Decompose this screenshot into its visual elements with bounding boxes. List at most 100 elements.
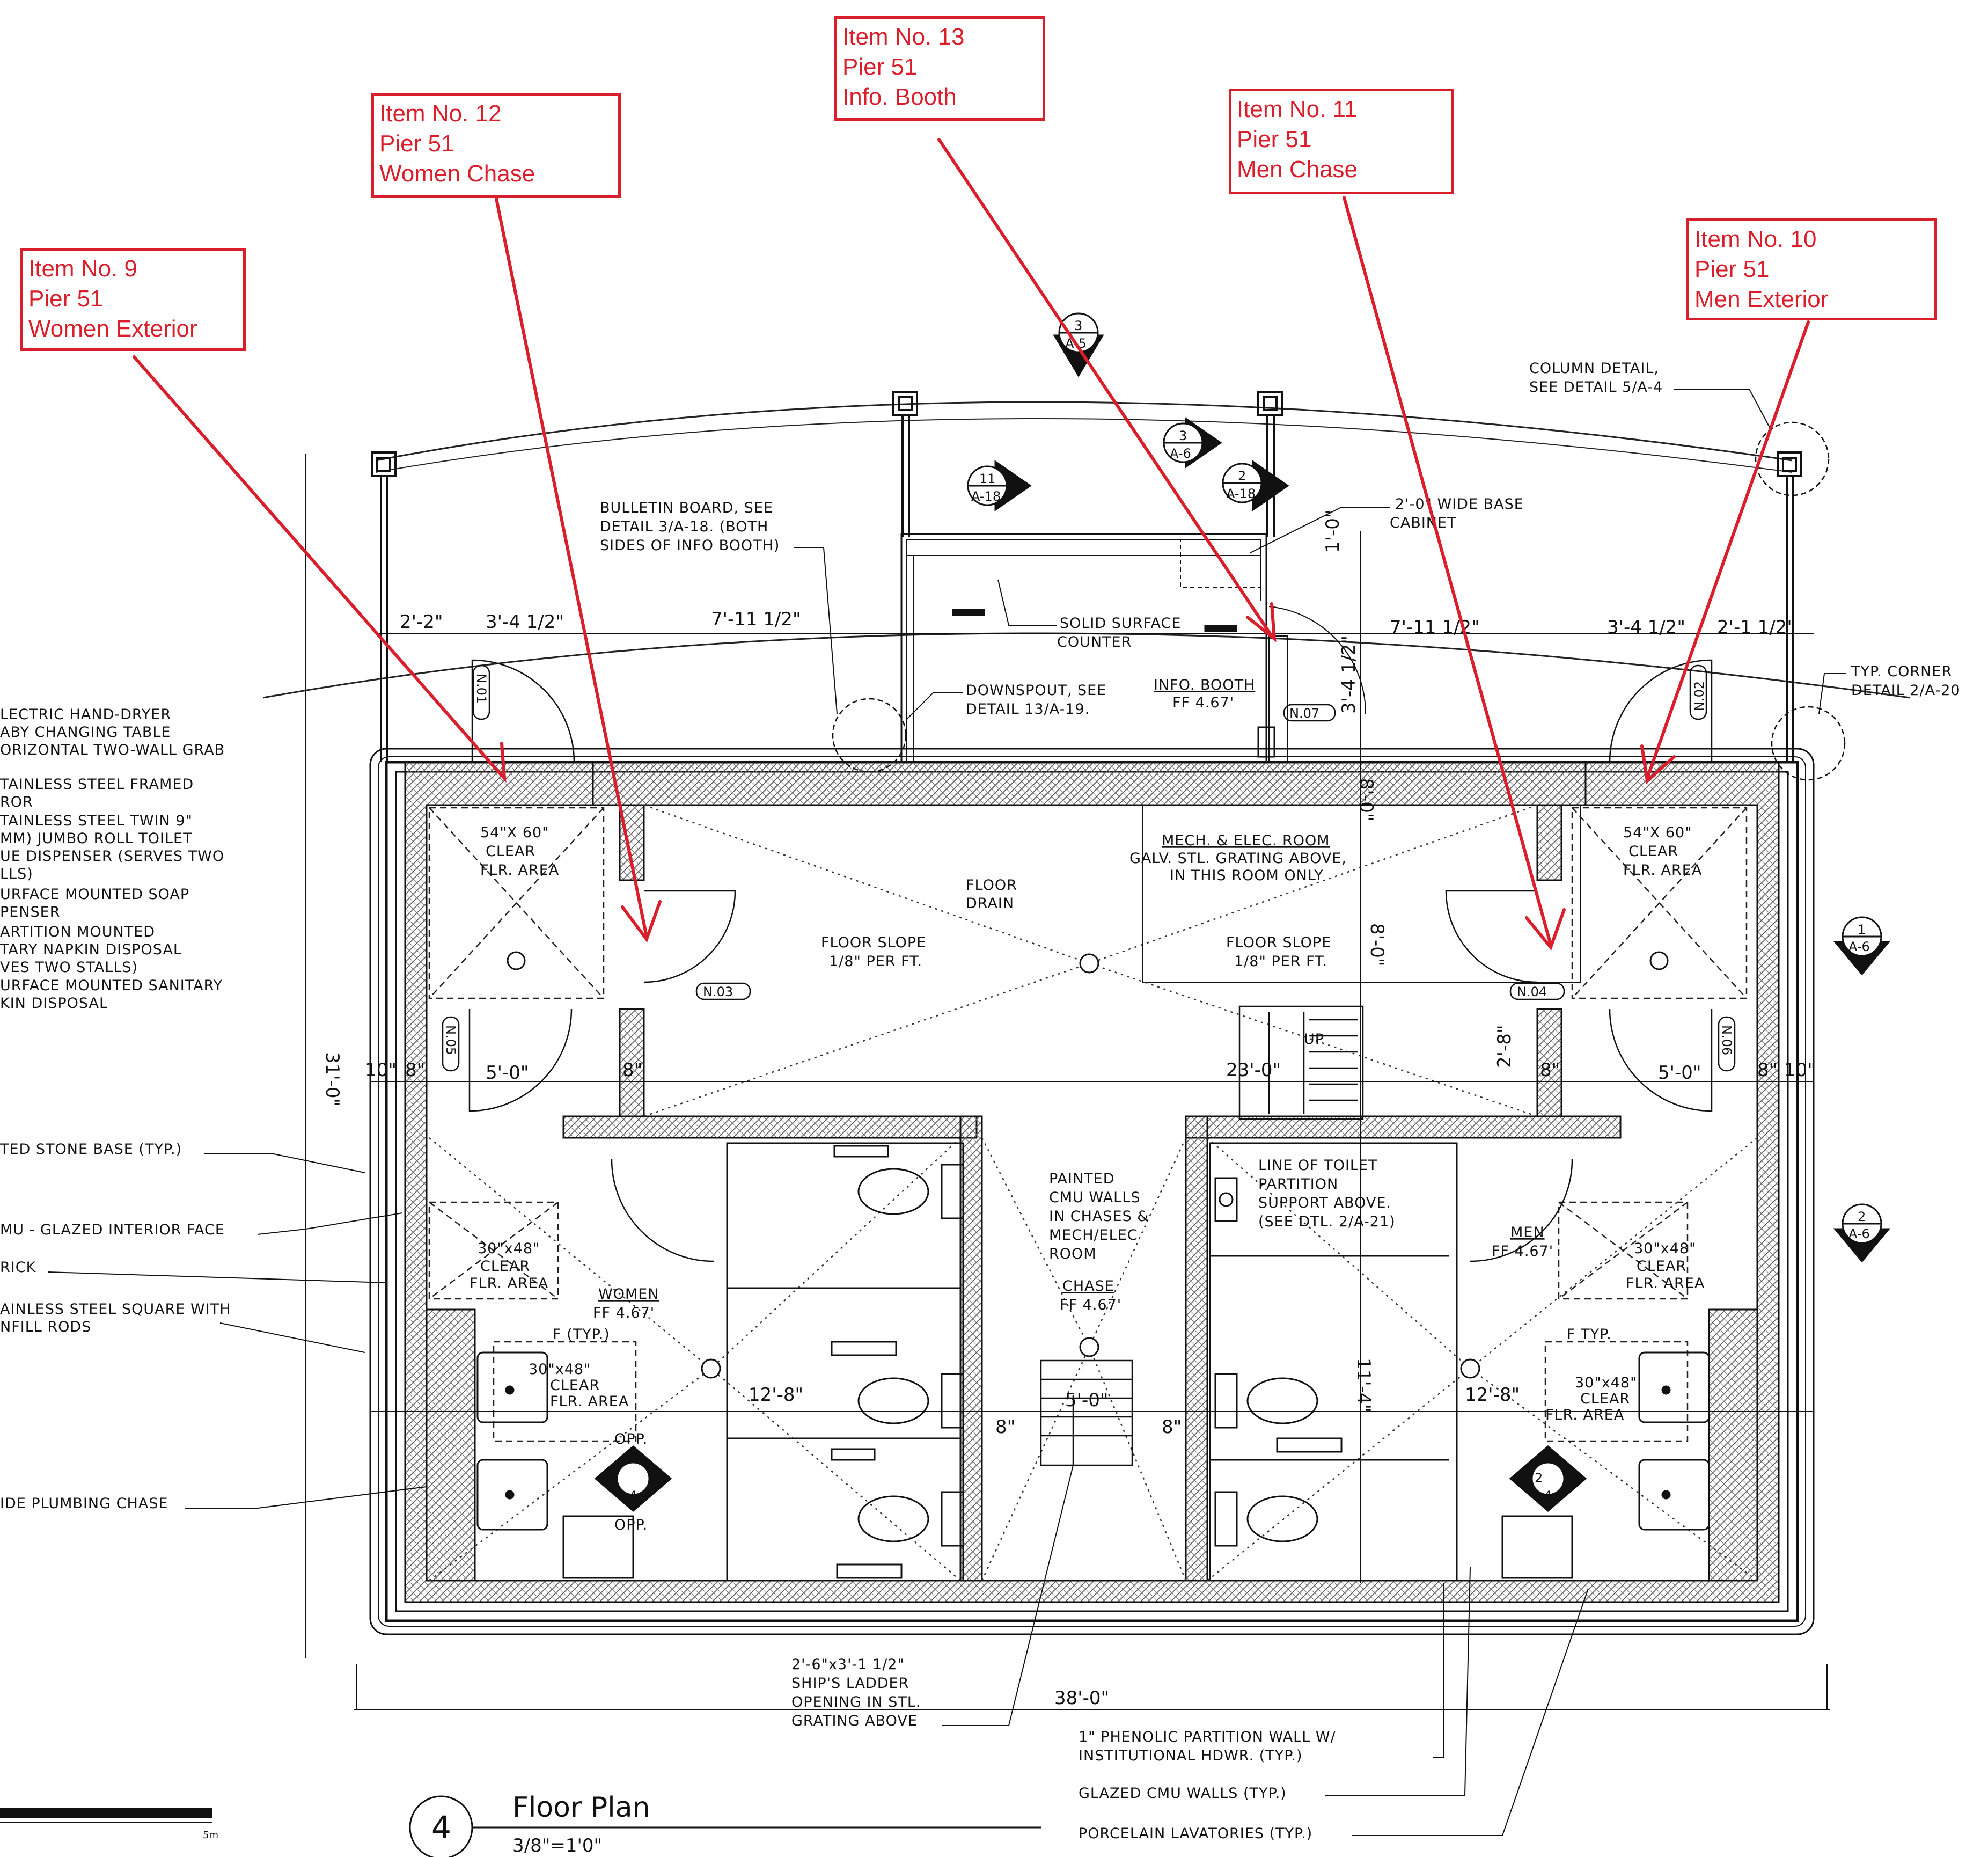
floor-slope-women-corridor-val: 1/8" PER FT. — [829, 953, 922, 970]
elev-2-num: 2 — [1535, 1471, 1543, 1486]
left-note-13: VES TWO STALLS) — [0, 959, 138, 976]
elevation-markers — [594, 1445, 1587, 1512]
clear-30-m: 30"x48" — [1634, 1240, 1697, 1257]
clear-30-m-2: CLEAR — [1637, 1258, 1686, 1275]
elev-1-num-2: 4 — [629, 1488, 637, 1503]
clear-area-w-3: FLR. AREA — [480, 862, 559, 879]
dim-17: 5'-0" — [1065, 1390, 1109, 1411]
door-n07: N.07 — [1289, 706, 1319, 721]
clear-30-w: 30"x48" — [478, 1240, 540, 1257]
left-note-15: KIN DISPOSAL — [0, 995, 108, 1012]
dim-overall-height: 31'-0" — [321, 1052, 343, 1107]
dim-9: 5'-0" — [486, 1062, 529, 1084]
note-downspout: DOWNSPOUT, SEE — [966, 682, 1106, 699]
dim-19: 8" — [995, 1416, 1015, 1438]
door-n03: N.03 — [703, 984, 733, 999]
drawing-scale: 3/8"=1'0" — [512, 1835, 602, 1856]
note-floor-drain-2: DRAIN — [966, 895, 1014, 912]
sec-num-2: 3 — [1179, 428, 1187, 443]
note-stone-base: TED STONE BASE (TYP.) — [0, 1141, 182, 1158]
note-glazed-cmu: GLAZED CMU WALLS (TYP.) — [1079, 1785, 1287, 1802]
callout-item-11-line3: Men Chase — [1237, 156, 1358, 182]
note-cmu-glazed: MU - GLAZED INTERIOR FACE — [0, 1222, 225, 1238]
room-men-ff: FF 4.67' — [1492, 1243, 1553, 1260]
note-column-2: SEE DETAIL 5/A-4 — [1529, 379, 1663, 396]
callout-item-9-line1: Item No. 9 — [28, 255, 137, 282]
door-n06: N.06 — [1719, 1025, 1734, 1055]
room-mech: MECH. & ELEC. ROOM — [1162, 832, 1330, 849]
men-stalls — [1209, 1142, 1458, 1582]
section-markers — [967, 312, 1891, 1263]
door-tags — [442, 664, 1736, 1072]
callout-item-9-line2: Pier 51 — [28, 286, 104, 312]
left-note-0: LECTRIC HAND-DRYER — [0, 706, 171, 723]
dim-20: 8" — [1162, 1416, 1182, 1438]
note-solid-surface-2: COUNTER — [1057, 634, 1132, 650]
dim-2: 3'-4 1/2" — [486, 611, 564, 633]
left-note-6: MM) JUMBO ROLL TOILET — [0, 830, 193, 847]
left-note-2: ORIZONTAL TWO-WALL GRAB — [0, 742, 225, 758]
note-painted: PAINTED — [1049, 1171, 1115, 1187]
dim-v6: 11'-4" — [1353, 1358, 1374, 1413]
cmu-walls — [404, 761, 1780, 1603]
left-note-11: ARTITION MOUNTED — [0, 924, 155, 940]
note-floor-drain: FLOOR — [966, 877, 1017, 894]
sec-sheet-6: A-6 — [1848, 1226, 1870, 1241]
note-plumbing-chase: IDE PLUMBING CHASE — [0, 1495, 168, 1512]
note-painted-3: IN CHASES & — [1049, 1208, 1149, 1225]
door-n05: N.05 — [443, 1025, 458, 1055]
callout-item-12: Item No. 12 Pier 51 Women Chase — [371, 93, 621, 198]
note-toilet-line: LINE OF TOILET — [1258, 1157, 1378, 1174]
note-ladder-4: GRATING ABOVE — [791, 1713, 918, 1729]
left-note-10: PENSER — [0, 904, 61, 920]
room-women-ff: FF 4.67' — [593, 1305, 655, 1321]
note-brick: RICK — [0, 1259, 36, 1276]
dim-3: 7'-11 1/2" — [711, 609, 801, 630]
mech-room — [1142, 805, 1581, 983]
floor-slope-women-corridor: FLOOR SLOPE — [821, 934, 926, 951]
note-column: COLUMN DETAIL, — [1529, 360, 1659, 377]
note-corner-2: DETAIL 2/A-20 — [1851, 682, 1961, 699]
callout-item-10: Item No. 10 Pier 51 Men Exterior — [1686, 218, 1937, 320]
callout-item-10-line2: Pier 51 — [1694, 256, 1770, 282]
dim-13: 5'-0" — [1658, 1062, 1701, 1084]
left-note-1: ABY CHANGING TABLE — [0, 724, 171, 741]
room-info-booth: INFO. BOOTH — [1154, 677, 1255, 693]
left-note-5: TAINLESS STEEL TWIN 9" — [0, 813, 193, 829]
dim-5: 3'-4 1/2" — [1607, 617, 1685, 638]
left-note-9: URFACE MOUNTED SOAP — [0, 886, 189, 903]
floor-slope-men-corridor-val: 1/8" PER FT. — [1234, 953, 1327, 970]
dim-v4b: 8'-0" — [1366, 923, 1388, 967]
clear-30-w-lav-3: FLR. AREA — [550, 1393, 629, 1410]
clear-30-m-lav-3: FLR. AREA — [1545, 1407, 1624, 1423]
tag-f-typ-men: F TYP. — [1567, 1326, 1612, 1343]
callout-item-13-line3: Info. Booth — [842, 84, 957, 110]
stair-up: UP — [1304, 1031, 1324, 1048]
door-n01: N.01 — [474, 674, 489, 704]
clear-30-m-3: FLR. AREA — [1626, 1275, 1705, 1292]
room-men: MEN — [1510, 1224, 1545, 1241]
sec-sheet-5: A-6 — [1848, 939, 1870, 954]
clear-area-m-2: CLEAR — [1628, 843, 1678, 860]
door-tag-labels: N.03 N.04 N.07 N.01 N.02 N.05 N.06 — [443, 674, 1734, 1055]
callout-item-9-line3: Women Exterior — [28, 316, 197, 342]
columns — [371, 391, 1802, 762]
room-info-booth-ff: FF 4.67' — [1172, 694, 1234, 711]
dim-v1: 1'-0" — [1322, 509, 1344, 553]
women-stalls — [726, 1142, 964, 1582]
dimension-lines — [305, 454, 1830, 1710]
left-note-4: ROR — [0, 794, 33, 810]
room-women: WOMEN — [598, 1286, 659, 1303]
callout-item-12-line3: Women Chase — [379, 160, 535, 187]
dim-1: 2'-2" — [400, 611, 443, 633]
note-bulletin-2: DETAIL 3/A-18. (BOTH — [600, 518, 768, 535]
plan-labels: BULLETIN BOARD, SEE DETAIL 3/A-18. (BOTH… — [0, 360, 1961, 1842]
floor-slope-men-corridor: FLOOR SLOPE — [1226, 934, 1331, 951]
note-phenolic: 1" PHENOLIC PARTITION WALL W/ — [1079, 1729, 1336, 1745]
dim-18: 12'-8" — [1465, 1384, 1520, 1406]
note-phenolic-2: INSTITUTIONAL HDWR. (TYP.) — [1079, 1748, 1302, 1764]
clear-area-w-2: CLEAR — [486, 843, 535, 860]
elevation-marker-labels: 3 4 2 4 — [629, 1471, 1552, 1503]
scale-bar — [0, 1808, 212, 1818]
